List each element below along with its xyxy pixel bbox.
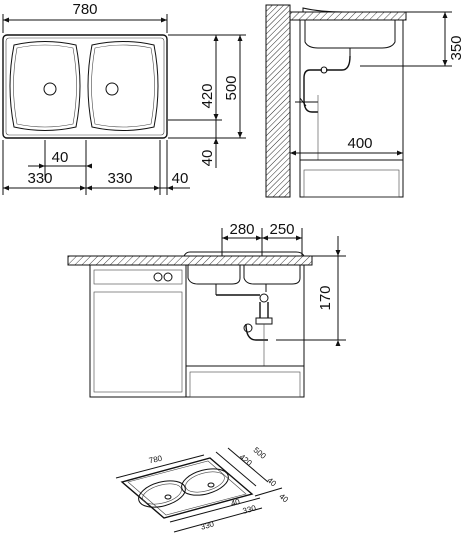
dishwasher <box>89 264 187 398</box>
iso-dim-40a: 40 <box>265 476 278 489</box>
iso-dim-330b: 330 <box>242 503 258 515</box>
sink-outline <box>2 34 168 139</box>
dim-500: 500 <box>223 75 240 100</box>
left-drain <box>43 82 57 96</box>
iso-dim-40c: 40 <box>230 497 241 508</box>
dim-280: 280 <box>229 221 254 238</box>
iso-sink-outline <box>120 457 254 519</box>
iso-dim-780: 780 <box>148 454 163 466</box>
right-drain <box>105 82 119 96</box>
countertop-side <box>289 11 407 21</box>
countertop-front <box>67 255 313 266</box>
dim-400: 400 <box>347 135 372 152</box>
left-bowl <box>9 41 81 131</box>
iso-view: 780 500 420 40 40 330 330 40 <box>115 445 290 533</box>
dim-170: 170 <box>317 285 334 310</box>
iso-dim-420: 420 <box>238 452 254 468</box>
dim-40-right: 40 <box>172 170 189 187</box>
dim-350: 350 <box>448 35 465 60</box>
right-bowl <box>87 41 159 131</box>
dim-330-left: 330 <box>27 170 52 187</box>
top-view: 780 500 420 40 40 330 330 40 <box>2 1 246 195</box>
dim-40-vertical: 40 <box>199 150 216 167</box>
wall <box>265 4 291 198</box>
dim-420: 420 <box>199 83 216 108</box>
iso-dim-40b: 40 <box>277 492 290 505</box>
dim-40-left: 40 <box>52 149 69 166</box>
iso-dim-330a: 330 <box>200 519 216 531</box>
iso-dim-500: 500 <box>252 445 268 461</box>
front-view: 280 250 170 <box>67 221 346 398</box>
dim-250: 250 <box>269 221 294 238</box>
dim-780: 780 <box>72 1 97 18</box>
dim-330-right: 330 <box>107 170 132 187</box>
side-view: 350 400 <box>265 4 465 198</box>
